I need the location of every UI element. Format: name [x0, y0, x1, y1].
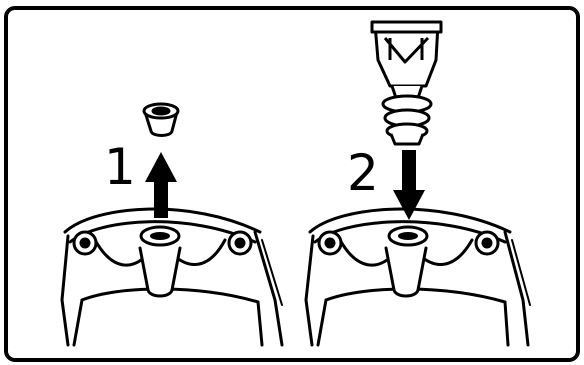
knob-left: [74, 232, 96, 254]
nozzle-adapter-icon: [372, 22, 441, 144]
port-opening-left: [141, 227, 179, 245]
diagram-frame: [6, 8, 578, 360]
step-2-number: 2: [347, 144, 379, 202]
knob-right: [476, 232, 498, 254]
plug-cap-icon: [144, 104, 178, 136]
knob-right: [229, 232, 251, 254]
step-1-number: 1: [104, 138, 136, 196]
step-2-panel: 2: [306, 22, 530, 345]
knob-left: [319, 232, 341, 254]
step-1-panel: 1: [62, 104, 282, 345]
port-opening-right: [389, 227, 427, 245]
